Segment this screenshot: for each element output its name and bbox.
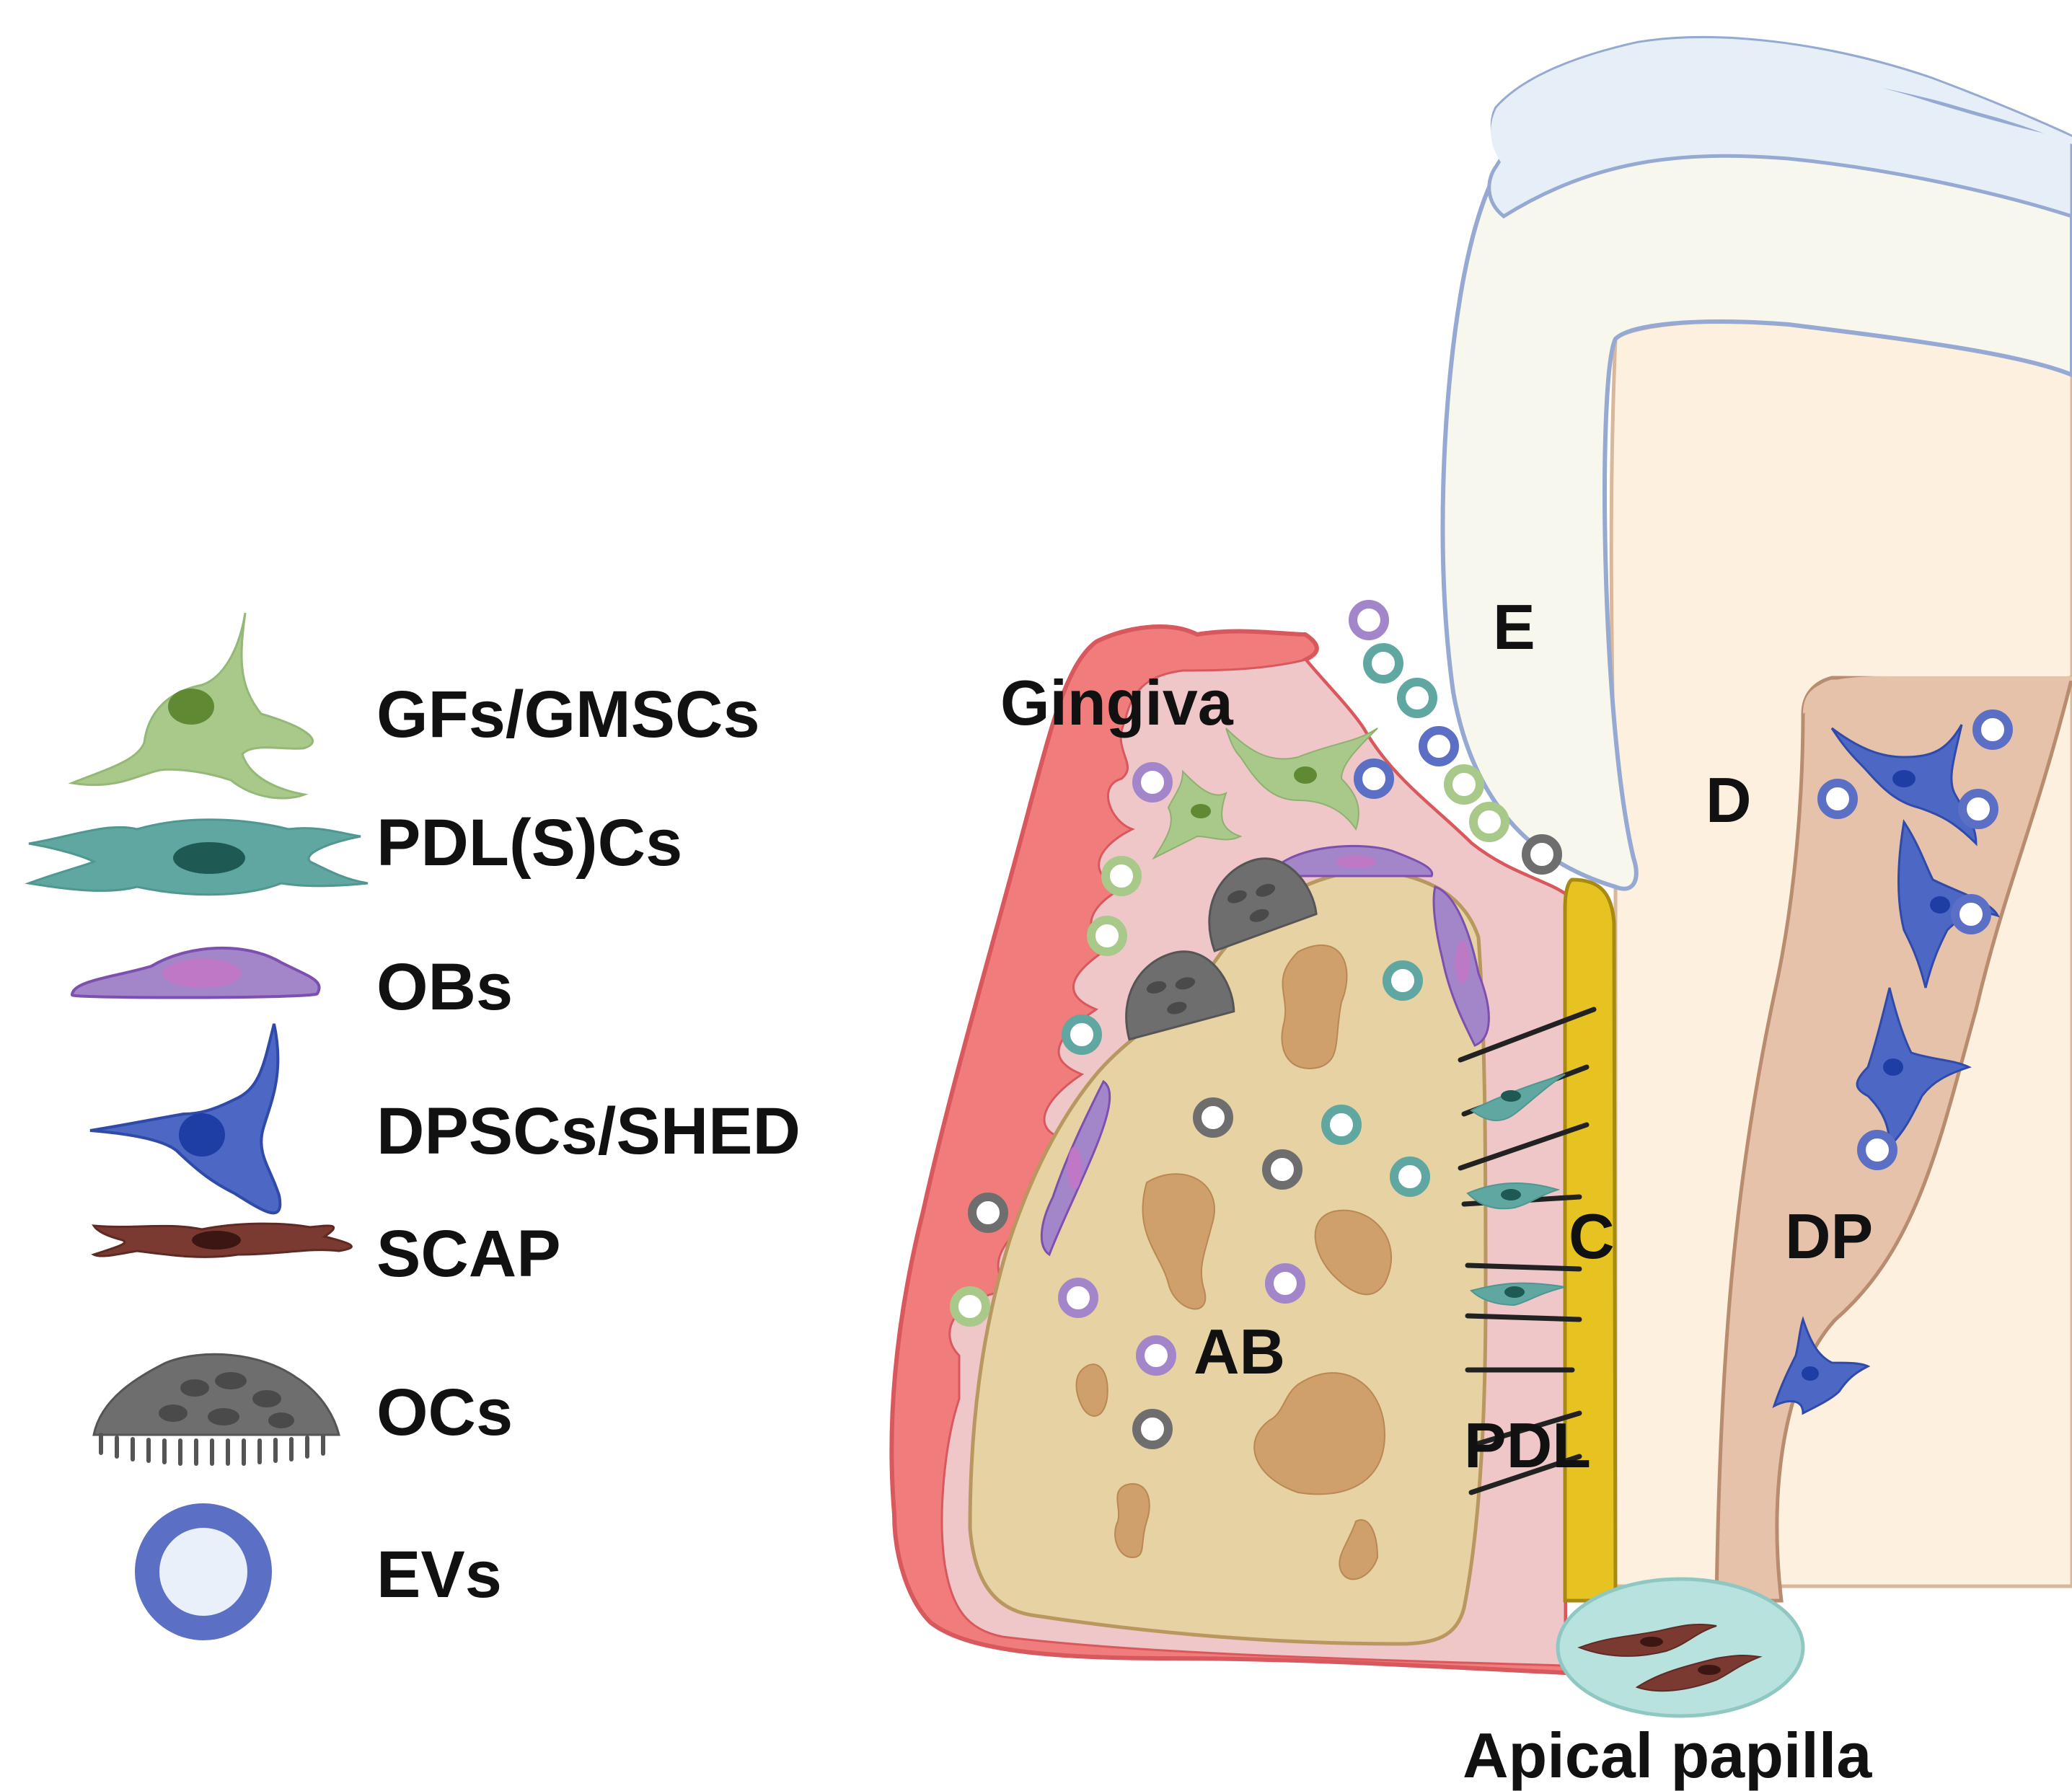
label-gingiva: Gingiva [1000, 667, 1234, 738]
tooth [1440, 36, 2072, 1603]
legend-label-dpscs-shed: DPSCs/SHED [376, 1094, 801, 1168]
extracellular-vesicles [950, 600, 2013, 1449]
region-labels: E D DP Gingiva AB C PDL Apical papilla [1000, 591, 1873, 1791]
legend: GFs/GMSCs PDL(S)Cs OBs DPSCs/SHED SCAP [25, 612, 801, 1640]
legend-label-evs: EVs [376, 1538, 502, 1611]
label-apical-papilla: Apical papilla [1463, 1720, 1872, 1791]
osteoclast-icon [92, 1353, 340, 1466]
legend-label-ocs: OCs [376, 1376, 513, 1449]
apical-papilla-stem-cell-icon [91, 1222, 353, 1258]
pdl-cell-icon [25, 818, 369, 896]
label-dentin: D [1706, 764, 1752, 836]
label-dental-pulp: DP [1785, 1200, 1873, 1272]
legend-label-pdl-s-cs: PDL(S)Cs [376, 806, 682, 880]
label-cementum: C [1569, 1200, 1615, 1272]
label-periodontal-ligament: PDL [1464, 1410, 1591, 1481]
label-alveolar-bone: AB [1194, 1316, 1285, 1387]
label-enamel: E [1493, 591, 1535, 663]
dental-pulp-stem-cell-icon [89, 1023, 282, 1215]
gingival-fibroblast-icon [68, 612, 314, 800]
legend-label-obs: OBs [376, 950, 513, 1024]
osteoclasts [1125, 857, 1318, 1041]
dental-pulp-stem-cells [1772, 724, 2000, 1415]
periodontium [889, 624, 1618, 1676]
osteoblast-icon [70, 946, 321, 999]
legend-label-gfs-gmscs: GFs/GMSCs [376, 678, 760, 751]
cementum [1563, 877, 1618, 1603]
legend-label-scap: SCAP [376, 1217, 561, 1291]
bone-lacunae [1075, 944, 1393, 1580]
apical-papilla [1556, 1577, 1805, 1718]
extracellular-vesicle-icon [135, 1503, 272, 1640]
